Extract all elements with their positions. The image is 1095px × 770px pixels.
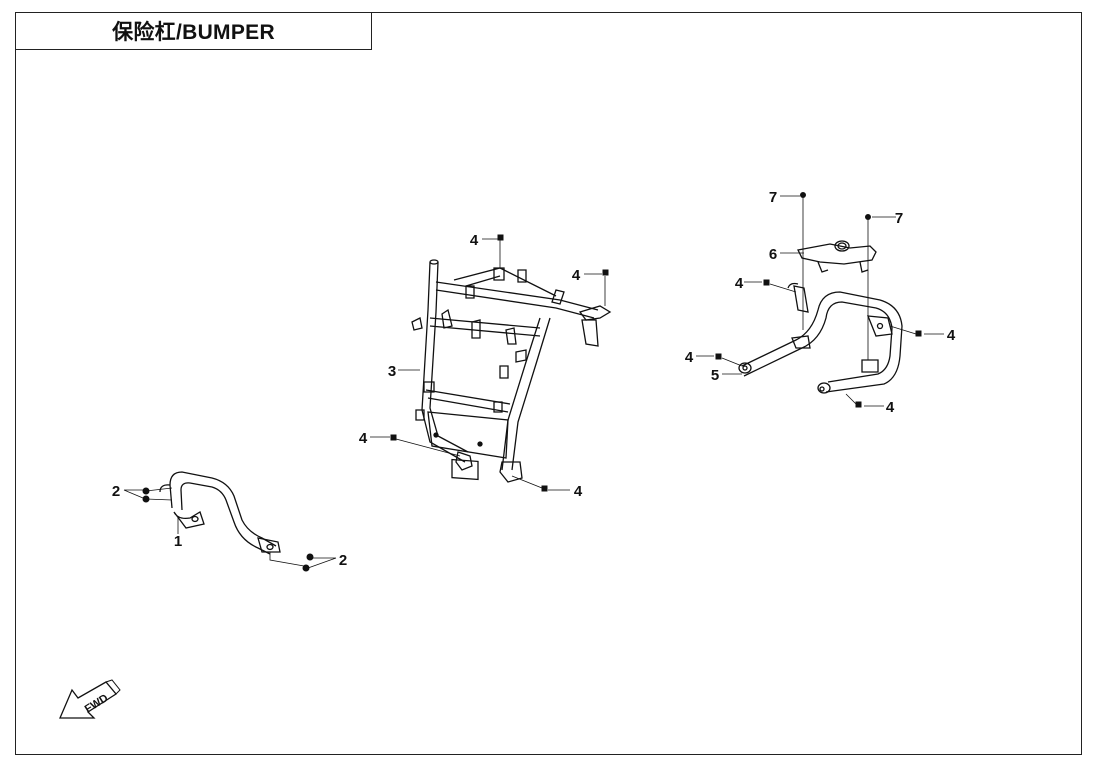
leader-lines-part-4-5-6-7 [696, 195, 944, 407]
callout-4-rear-bottom: 4 [886, 399, 895, 416]
callout-1: 1 [174, 533, 182, 550]
bolt-set-part-2 [142, 487, 314, 572]
callout-2-right: 2 [339, 552, 347, 569]
callout-2-left: 2 [112, 483, 120, 500]
callout-5: 5 [711, 367, 719, 384]
bolt-set-part-4-7-rear [715, 192, 922, 408]
callout-4-rear-left: 4 [685, 349, 694, 366]
leader-lines-part-3-4 [370, 238, 606, 491]
callout-4-top-right: 4 [572, 267, 581, 284]
callout-7-left: 7 [769, 189, 777, 206]
callout-4-bottom-left: 4 [359, 430, 368, 447]
callout-3: 3 [388, 363, 396, 380]
drawing-frame [15, 12, 1082, 755]
bolt-set-part-4-center [390, 234, 609, 492]
tow-hitch-bracket-part-6 [797, 240, 877, 273]
center-bumper-frame [411, 259, 612, 483]
callout-6: 6 [769, 246, 777, 263]
callout-4-top-center: 4 [470, 232, 479, 249]
title-box: 保险杠/BUMPER [15, 12, 372, 50]
forward-direction-arrow-icon: FWD [59, 679, 121, 719]
callout-4-rear-right: 4 [947, 327, 956, 344]
callout-labels: 1 2 2 3 4 4 4 4 4 4 4 4 5 6 7 7 [112, 189, 956, 569]
leader-lines-part-1-2 [123, 487, 337, 569]
callout-4-rear-upper: 4 [735, 275, 744, 292]
page-title: 保险杠/BUMPER [112, 21, 275, 44]
rear-bumper-tube [738, 282, 903, 394]
callout-4-bottom-center: 4 [574, 483, 583, 500]
callout-7-right: 7 [895, 210, 903, 227]
front-bumper-tube [159, 471, 281, 555]
